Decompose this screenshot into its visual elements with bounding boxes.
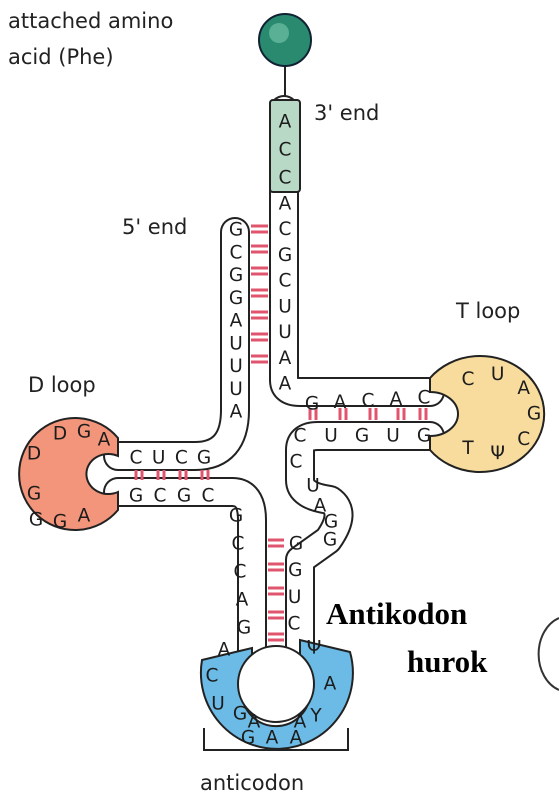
nucleotide-acceptor-5prime-stem-4: G <box>229 288 243 309</box>
nucleotide-acceptor-5prime-stem-6: U <box>229 333 243 354</box>
amino-acid-ball <box>259 14 311 66</box>
nucleotide-acceptor-5prime-stem-8: U <box>229 379 243 400</box>
nucleotide-d-stem-bottom-4: C <box>202 486 215 507</box>
nucleotide-d-loop-8: A <box>78 506 91 527</box>
trna-backbone <box>118 110 430 668</box>
nucleotide-acceptor-5prime-stem-2: C <box>230 242 243 263</box>
nucleotide-d-loop-2: G <box>77 422 91 443</box>
amino-acid-label-line1: attached amino <box>8 9 173 33</box>
nucleotide-anticodon-bases-3: A <box>290 728 303 749</box>
nucleotide-acceptor-5prime-stem-7: U <box>229 356 243 377</box>
nucleotide-variable-loop-1: C <box>290 452 303 473</box>
nucleotide-anticodon-stem-right-2: G <box>288 560 302 581</box>
nucleotide-t-stem-bottom-5: G <box>417 426 431 447</box>
nucleotide-t-stem-top-3: C <box>362 391 375 412</box>
nucleotide-acceptor-3prime-stem-7: A <box>279 348 292 369</box>
nucleotide-anticodon-stem-left-4: A <box>236 590 249 611</box>
nucleotide-anticodon-loop-8: A <box>324 674 337 695</box>
nucleotide-acceptor-3prime-stem-1: A <box>279 194 292 215</box>
nucleotide-t-stem-bottom-2: U <box>324 426 338 447</box>
nucleotide-anticodon-stem-left-1: G <box>229 506 243 527</box>
nucleotide-t-loop-5: C <box>517 429 530 450</box>
nucleotide-d-loop-1: A <box>98 430 111 451</box>
nucleotide-acceptor-3prime-stem-4: C <box>279 271 292 292</box>
nucleotide-anticodon-stem-right-1: G <box>289 534 303 555</box>
t-loop-label: T loop <box>455 299 520 323</box>
nucleotide-anticodon-loop-9: Ψ <box>307 638 322 659</box>
d-loop-label: D loop <box>28 373 96 397</box>
nucleotide-anticodon-stem-left-3: C <box>234 562 247 583</box>
nucleotide-d-stem-top-1: C <box>130 448 143 469</box>
nucleotide-variable-loop-2: U <box>306 476 320 497</box>
nucleotide-anticodon-stem-right-3: U <box>288 587 302 608</box>
nucleotide-acceptor-tail-1: A <box>279 112 292 133</box>
nucleotide-t-stem-top-4: A <box>390 389 403 410</box>
nucleotide-t-loop-3: A <box>517 378 530 399</box>
nucleotide-d-loop-3: D <box>53 424 67 445</box>
nucleotide-anticodon-loop-7: Y <box>309 706 322 727</box>
anticodon-label: anticodon <box>200 771 304 795</box>
nucleotide-d-stem-top-4: G <box>197 448 211 469</box>
nucleotide-anticodon-bases-1: G <box>241 728 255 749</box>
nucleotide-anticodon-bases-2: A <box>266 728 279 749</box>
nucleotide-anticodon-stem-right-4: C <box>288 614 301 635</box>
amino-acid-label-line2: acid (Phe) <box>8 45 114 69</box>
nucleotide-anticodon-loop-1: A <box>218 640 231 661</box>
nucleotide-t-loop-1: C <box>462 369 475 390</box>
nucleotide-acceptor-5prime-stem-9: A <box>230 402 243 423</box>
nucleotide-t-stem-top-1: G <box>305 394 319 415</box>
nucleotide-t-stem-bottom-3: G <box>355 426 369 447</box>
nucleotide-d-stem-top-2: U <box>152 448 166 469</box>
three-prime-end-label: 3' end <box>314 101 379 125</box>
nucleotide-acceptor-3prime-stem-3: G <box>278 245 292 266</box>
nucleotide-t-loop-2: U <box>491 364 505 385</box>
nucleotide-t-loop-6: Ψ <box>490 443 505 464</box>
nucleotide-t-stem-top-2: A <box>334 392 347 413</box>
five-prime-end-label: 5' end <box>122 215 187 239</box>
nucleotide-t-loop-7: T <box>461 438 474 459</box>
cropped-ring-icon <box>539 618 559 690</box>
nucleotide-anticodon-stem-left-2: C <box>232 534 245 555</box>
nucleotide-anticodon-stem-left-5: G <box>237 618 251 639</box>
nucleotide-d-stem-bottom-3: G <box>177 486 191 507</box>
nucleotide-t-loop-4: G <box>527 404 541 425</box>
nucleotide-acceptor-3prime-stem-5: U <box>278 296 292 317</box>
nucleotide-d-stem-bottom-2: C <box>154 486 167 507</box>
nucleotide-d-loop-7: G <box>53 512 67 533</box>
nucleotide-d-loop-4: D <box>27 444 41 465</box>
nucleotide-acceptor-5prime-stem-3: G <box>229 265 243 286</box>
nucleotide-anticodon-loop-3: U <box>211 694 225 715</box>
anticodon-loop-label-line2: hurok <box>407 644 488 679</box>
nucleotide-acceptor-3prime-stem-6: U <box>278 322 292 343</box>
nucleotide-acceptor-tail-3: C <box>279 168 292 189</box>
nucleotide-d-stem-bottom-1: G <box>129 486 143 507</box>
nucleotide-t-stem-bottom-4: U <box>386 426 400 447</box>
nucleotide-anticodon-loop-4: G <box>233 704 247 725</box>
nucleotide-acceptor-tail-2: C <box>279 140 292 161</box>
nucleotide-d-loop-5: G <box>27 484 41 505</box>
anticodon-loop-label-line1: Antikodon <box>326 596 467 631</box>
nucleotide-d-stem-top-3: C <box>175 448 188 469</box>
nucleotide-anticodon-loop-2: C <box>206 666 219 687</box>
nucleotide-acceptor-3prime-stem-2: C <box>279 219 292 240</box>
nucleotide-acceptor-5prime-stem-1: G <box>229 220 243 241</box>
nucleotide-t-stem-bottom-1: C <box>294 426 307 447</box>
nucleotide-variable-loop-5: G <box>323 530 337 551</box>
nucleotide-acceptor-5prime-stem-5: A <box>230 311 243 332</box>
nucleotide-t-stem-top-5: C <box>418 388 431 409</box>
nucleotide-acceptor-3prime-stem-8: A <box>279 374 292 395</box>
nucleotide-d-loop-6: G <box>29 510 43 531</box>
